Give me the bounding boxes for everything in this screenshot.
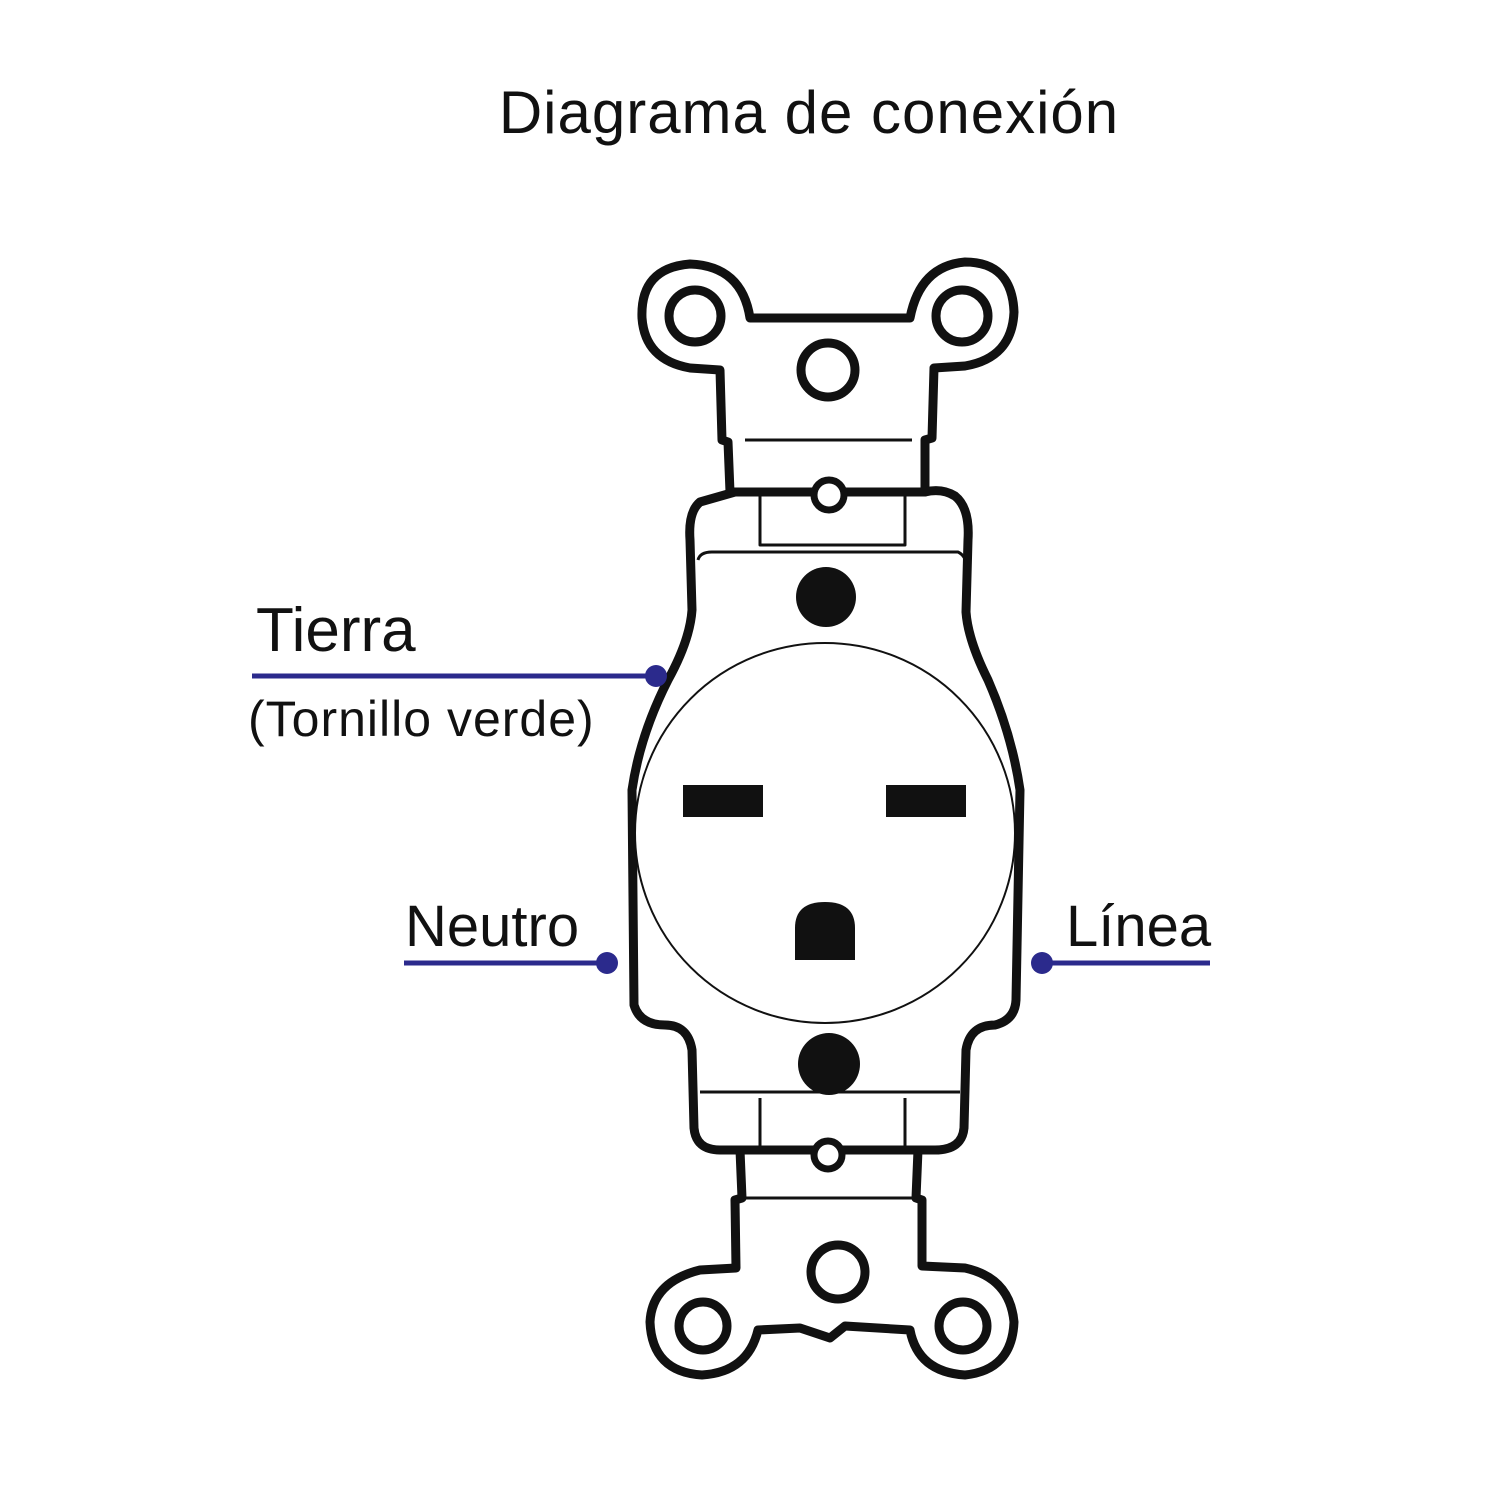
neutral-connection-dot bbox=[596, 952, 618, 974]
top-left-mounting-hole bbox=[664, 285, 726, 347]
ground-connection-dot bbox=[645, 665, 667, 687]
top-center-screw-hole bbox=[796, 338, 860, 402]
ground-label: Tierra bbox=[256, 596, 416, 665]
bottom-center-screw-hole bbox=[806, 1240, 870, 1304]
upper-terminal-plate bbox=[758, 492, 907, 547]
top-screw bbox=[796, 567, 856, 627]
line-label: Línea bbox=[1066, 894, 1212, 959]
right-slot bbox=[886, 785, 966, 817]
top-right-mounting-hole bbox=[931, 285, 993, 347]
bottom-rivet-hole bbox=[810, 1137, 846, 1173]
ground-pin-hole bbox=[795, 902, 855, 960]
bottom-left-mounting-hole bbox=[674, 1297, 732, 1355]
line-connection-dot bbox=[1031, 952, 1053, 974]
left-slot bbox=[683, 785, 763, 817]
neutral-label: Neutro bbox=[405, 894, 580, 959]
bottom-right-mounting-hole bbox=[934, 1297, 992, 1355]
outlet-face bbox=[634, 642, 1016, 1024]
bottom-screw bbox=[798, 1033, 860, 1095]
upper-body-seam bbox=[696, 550, 968, 566]
top-rivet-hole bbox=[810, 476, 848, 514]
top-mounting-strap bbox=[637, 257, 1019, 497]
diagram-title: Diagrama de conexión bbox=[498, 79, 1120, 146]
receptacle-body bbox=[627, 486, 1025, 1155]
ground-note-label: (Tornillo verde) bbox=[248, 691, 595, 747]
bottom-mounting-strap bbox=[645, 1145, 1019, 1380]
